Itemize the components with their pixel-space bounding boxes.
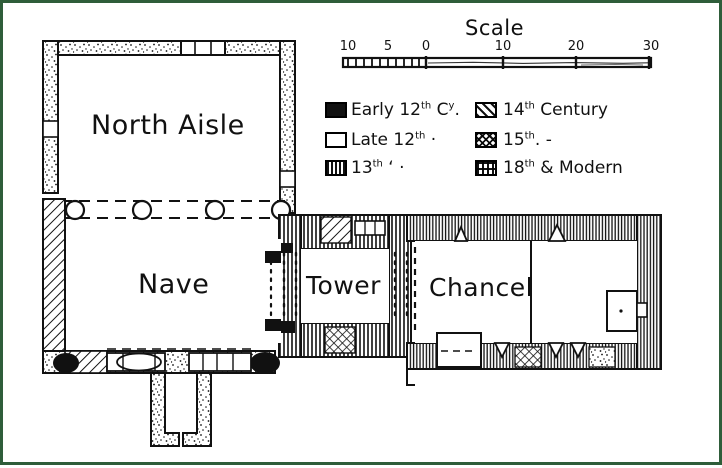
scale-bar <box>341 56 653 69</box>
nave-arcade <box>61 199 292 221</box>
nave-tower-junction <box>265 239 281 343</box>
room-tower <box>278 214 412 358</box>
legend-swatch-18th <box>475 160 497 176</box>
legend-swatch-14th <box>475 102 497 118</box>
legend-swatch-early-12th <box>325 102 347 118</box>
room-label-tower: Tower <box>306 271 381 300</box>
scale-tick-label: 5 <box>383 39 393 54</box>
legend-swatch-15th <box>475 132 497 148</box>
scale-tick-label: 30 <box>642 39 660 54</box>
scale-tick-label: 0 <box>421 39 431 54</box>
legend-swatch-13th <box>325 160 347 176</box>
legend-swatch-late-12th <box>325 132 347 148</box>
legend-label: 13th ‘ · <box>351 158 405 178</box>
room-label-nave: Nave <box>138 269 210 300</box>
legend-label: Late 12th · <box>351 130 437 150</box>
room-label-north-aisle: North Aisle <box>91 110 245 141</box>
early-12th-block-sw <box>53 353 79 373</box>
scale-tick-label: 10 <box>494 39 512 54</box>
room-label-chancel: Chancel <box>429 273 534 302</box>
room-nave <box>42 198 280 374</box>
legend-label: 15th. - <box>503 130 552 150</box>
legend-label: 18th & Modern <box>503 158 623 178</box>
south-porch <box>150 372 212 447</box>
scale-title: Scale <box>465 16 524 40</box>
legend-label: 14th Century <box>503 100 608 120</box>
scale-tick-label: 20 <box>567 39 585 54</box>
floor-plan-drawing <box>42 40 662 447</box>
room-chancel <box>406 214 662 386</box>
early-12th-block-se <box>250 352 280 374</box>
room-north-aisle <box>42 40 296 214</box>
legend-label: Early 12th Cy. <box>351 100 460 120</box>
scale-tick-label: 10 <box>339 39 357 54</box>
